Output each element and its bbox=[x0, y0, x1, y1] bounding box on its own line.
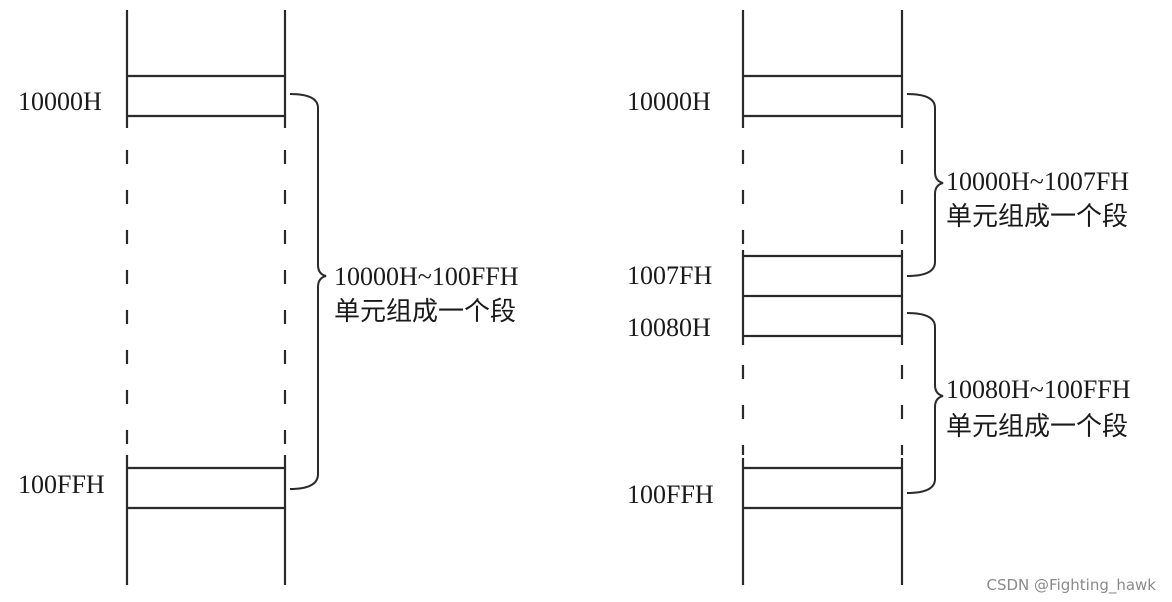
left-address-label-top: 10000H bbox=[18, 87, 102, 116]
right-segment2-brace bbox=[906, 312, 944, 494]
left-segment-range-text: 10000H~100FFH bbox=[334, 262, 519, 291]
left-segment-brace bbox=[289, 93, 327, 490]
right-segment2-range-text: 10080H~100FFH bbox=[946, 375, 1131, 404]
right-memory-column: 10000H 1007FH 10080H 100FFH 10000H~1007F… bbox=[627, 10, 1131, 585]
csdn-watermark: CSDN @Fighting_hawk bbox=[986, 576, 1157, 594]
right-segment1-range-text: 10000H~1007FH bbox=[946, 167, 1129, 196]
right-segment2-desc-text: 单元组成一个段 bbox=[946, 412, 1128, 441]
right-address-label-1007f: 1007FH bbox=[627, 261, 712, 290]
right-address-label-top: 10000H bbox=[627, 87, 711, 116]
right-segment1-desc-text: 单元组成一个段 bbox=[946, 202, 1128, 231]
left-segment-desc-text: 单元组成一个段 bbox=[334, 297, 516, 326]
left-memory-column: 10000H 100FFH 10000H~100FFH 单元组成一个段 bbox=[18, 10, 519, 585]
left-address-label-bottom: 100FFH bbox=[18, 470, 105, 499]
right-address-label-10080: 10080H bbox=[627, 313, 711, 342]
right-segment1-brace bbox=[906, 93, 944, 277]
right-address-label-bottom: 100FFH bbox=[627, 480, 714, 509]
